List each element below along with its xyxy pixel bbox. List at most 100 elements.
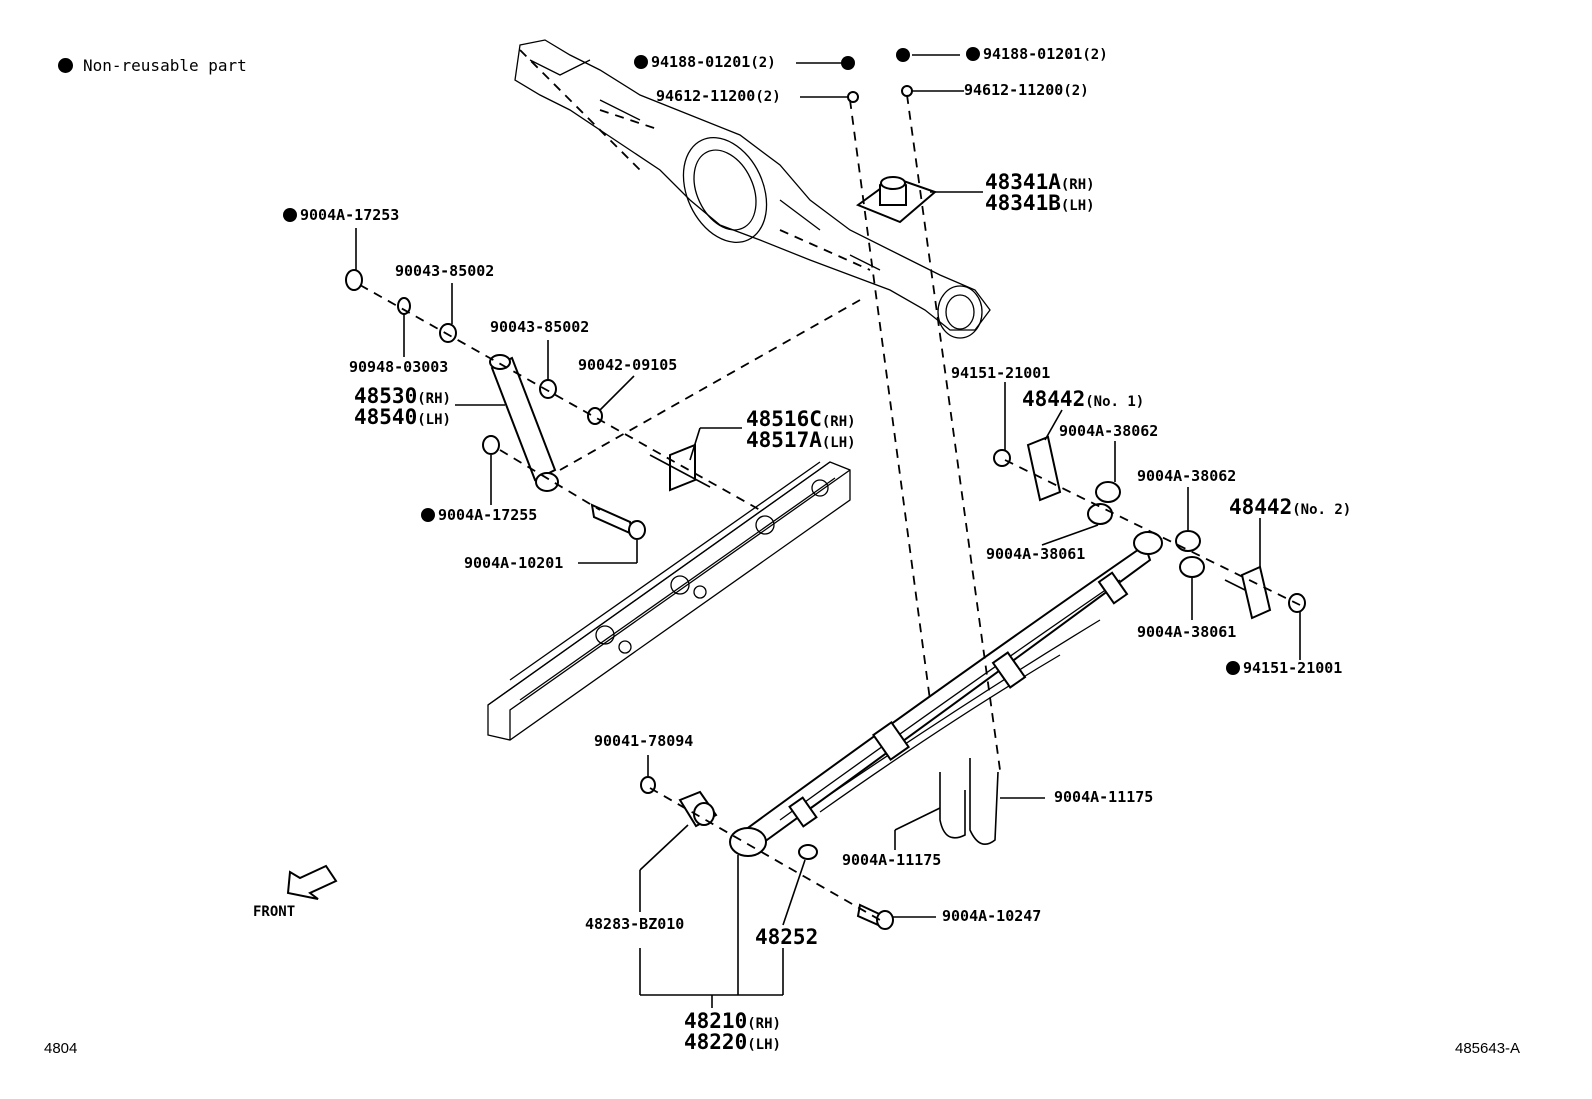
u-bolts xyxy=(939,758,999,846)
part-number: 48341B xyxy=(985,191,1061,215)
part-number: 94612-11200 xyxy=(964,81,1064,99)
leader-lines xyxy=(355,54,1301,1008)
nonreusable-marker-icon xyxy=(966,47,980,61)
shock-bracket xyxy=(649,443,711,492)
part-label: 9004A-10201 xyxy=(464,555,563,572)
part-label: 9004A-10247 xyxy=(942,908,1041,925)
assembly-lines xyxy=(359,49,1301,921)
part-label: 9004A-38061 xyxy=(986,546,1085,563)
illustration-code: 485643-A xyxy=(1455,1040,1521,1057)
part-label: 48283-BZ010 xyxy=(585,916,684,933)
part-number: 9004A-10201 xyxy=(464,554,564,572)
front-arrow-icon xyxy=(286,864,338,900)
part-number: 94151-21001 xyxy=(1243,659,1343,677)
part-label: 9004A-17255 xyxy=(421,507,537,524)
part-number: 9004A-38062 xyxy=(1137,467,1237,485)
part-label: 48341A(RH) xyxy=(985,171,1095,196)
part-label: 48442(No. 1) xyxy=(1022,388,1144,413)
part-label: 48540(LH) xyxy=(354,406,451,431)
part-qualifier: (2) xyxy=(1082,47,1108,63)
part-label: 48442(No. 2) xyxy=(1229,496,1351,521)
part-number: 48341A xyxy=(985,170,1061,194)
part-number: 48220 xyxy=(684,1030,748,1054)
part-number: 48540 xyxy=(354,405,418,429)
part-number: 9004A-17255 xyxy=(438,506,538,524)
part-number: 9004A-11175 xyxy=(842,851,942,869)
shock-absorber xyxy=(489,354,559,492)
part-label: 9004A-11175 xyxy=(1054,789,1153,806)
part-number: 48516C xyxy=(746,407,822,431)
part-qualifier: (2) xyxy=(1063,83,1089,99)
part-label: 90041-78094 xyxy=(594,733,693,750)
part-label: 94188-01201(2) xyxy=(966,46,1108,64)
part-qualifier: (LH) xyxy=(417,412,451,428)
part-number: 48210 xyxy=(684,1009,748,1033)
part-label: 48530(RH) xyxy=(354,385,451,410)
nonreusable-marker-icon xyxy=(283,208,297,222)
nonreusable-marker-icon xyxy=(421,508,435,522)
part-number: 9004A-38061 xyxy=(1137,623,1237,641)
part-label: 90042-09105 xyxy=(578,357,677,374)
part-number: 48252 xyxy=(755,925,819,949)
part-number: 48442 xyxy=(1022,387,1086,411)
part-qualifier: (No. 1) xyxy=(1085,394,1145,410)
part-number: 9004A-38061 xyxy=(986,545,1086,563)
part-qualifier: (LH) xyxy=(747,1037,781,1053)
part-label: 90043-85002 xyxy=(395,263,494,280)
part-number: 9004A-38062 xyxy=(1059,422,1159,440)
part-label: 48252 xyxy=(755,926,818,948)
part-number: 90043-85002 xyxy=(395,262,495,280)
part-label: 94612-11200(2) xyxy=(656,88,781,106)
part-qualifier: (RH) xyxy=(1060,177,1095,193)
part-number: 94188-01201 xyxy=(983,45,1083,63)
part-label: 94612-11200(2) xyxy=(964,82,1089,100)
part-number: 48530 xyxy=(354,384,418,408)
legend: Non-reusable part xyxy=(58,56,247,75)
part-number: 94188-01201 xyxy=(651,53,751,71)
part-qualifier: (2) xyxy=(750,55,776,71)
part-label: 48210(RH) xyxy=(684,1010,781,1035)
shackle-parts xyxy=(993,435,1306,620)
front-label: FRONT xyxy=(253,904,296,920)
part-qualifier: (2) xyxy=(755,89,781,105)
part-label: 48517A(LH) xyxy=(746,429,856,454)
part-qualifier: (RH) xyxy=(417,391,451,407)
part-label: 9004A-11175 xyxy=(842,852,941,869)
nonreusable-marker-icon xyxy=(58,58,73,73)
part-label: 90948-03003 xyxy=(349,359,448,376)
part-number: 94151-21001 xyxy=(951,364,1051,382)
part-label: 9004A-38061 xyxy=(1137,624,1236,641)
axle-housing xyxy=(514,39,991,339)
part-label: 48341B(LH) xyxy=(985,192,1095,217)
bump-stopper xyxy=(855,176,937,224)
part-qualifier: (LH) xyxy=(1060,198,1095,214)
part-label: 94151-21001 xyxy=(1226,660,1342,677)
leaf-spring xyxy=(729,531,1163,857)
part-number: 9004A-10247 xyxy=(942,907,1042,925)
legend-text: Non-reusable part xyxy=(83,56,247,75)
part-label: 94188-01201(2) xyxy=(634,54,776,72)
part-number: 48283-BZ010 xyxy=(585,915,685,933)
part-label: 48220(LH) xyxy=(684,1031,781,1056)
part-label: 94151-21001 xyxy=(951,365,1050,382)
part-label: 90043-85002 xyxy=(490,319,589,336)
part-label: 9004A-17253 xyxy=(283,207,399,224)
top-fasteners xyxy=(841,48,913,103)
part-label: 9004A-38062 xyxy=(1059,423,1158,440)
part-number: 94612-11200 xyxy=(656,87,756,105)
figure-number: 4804 xyxy=(44,1040,78,1057)
part-number: 90041-78094 xyxy=(594,732,694,750)
part-qualifier: (LH) xyxy=(821,435,856,451)
part-qualifier: (RH) xyxy=(747,1016,781,1032)
fasteners-left xyxy=(345,269,646,540)
part-qualifier: (No. 2) xyxy=(1292,502,1352,518)
frame-rail xyxy=(487,461,851,741)
part-number: 9004A-17253 xyxy=(300,206,400,224)
part-label: 48516C(RH) xyxy=(746,408,856,433)
part-number: 48442 xyxy=(1229,495,1293,519)
nonreusable-marker-icon xyxy=(634,55,648,69)
part-number: 90042-09105 xyxy=(578,356,678,374)
part-number: 90948-03003 xyxy=(349,358,449,376)
part-qualifier: (RH) xyxy=(821,414,856,430)
